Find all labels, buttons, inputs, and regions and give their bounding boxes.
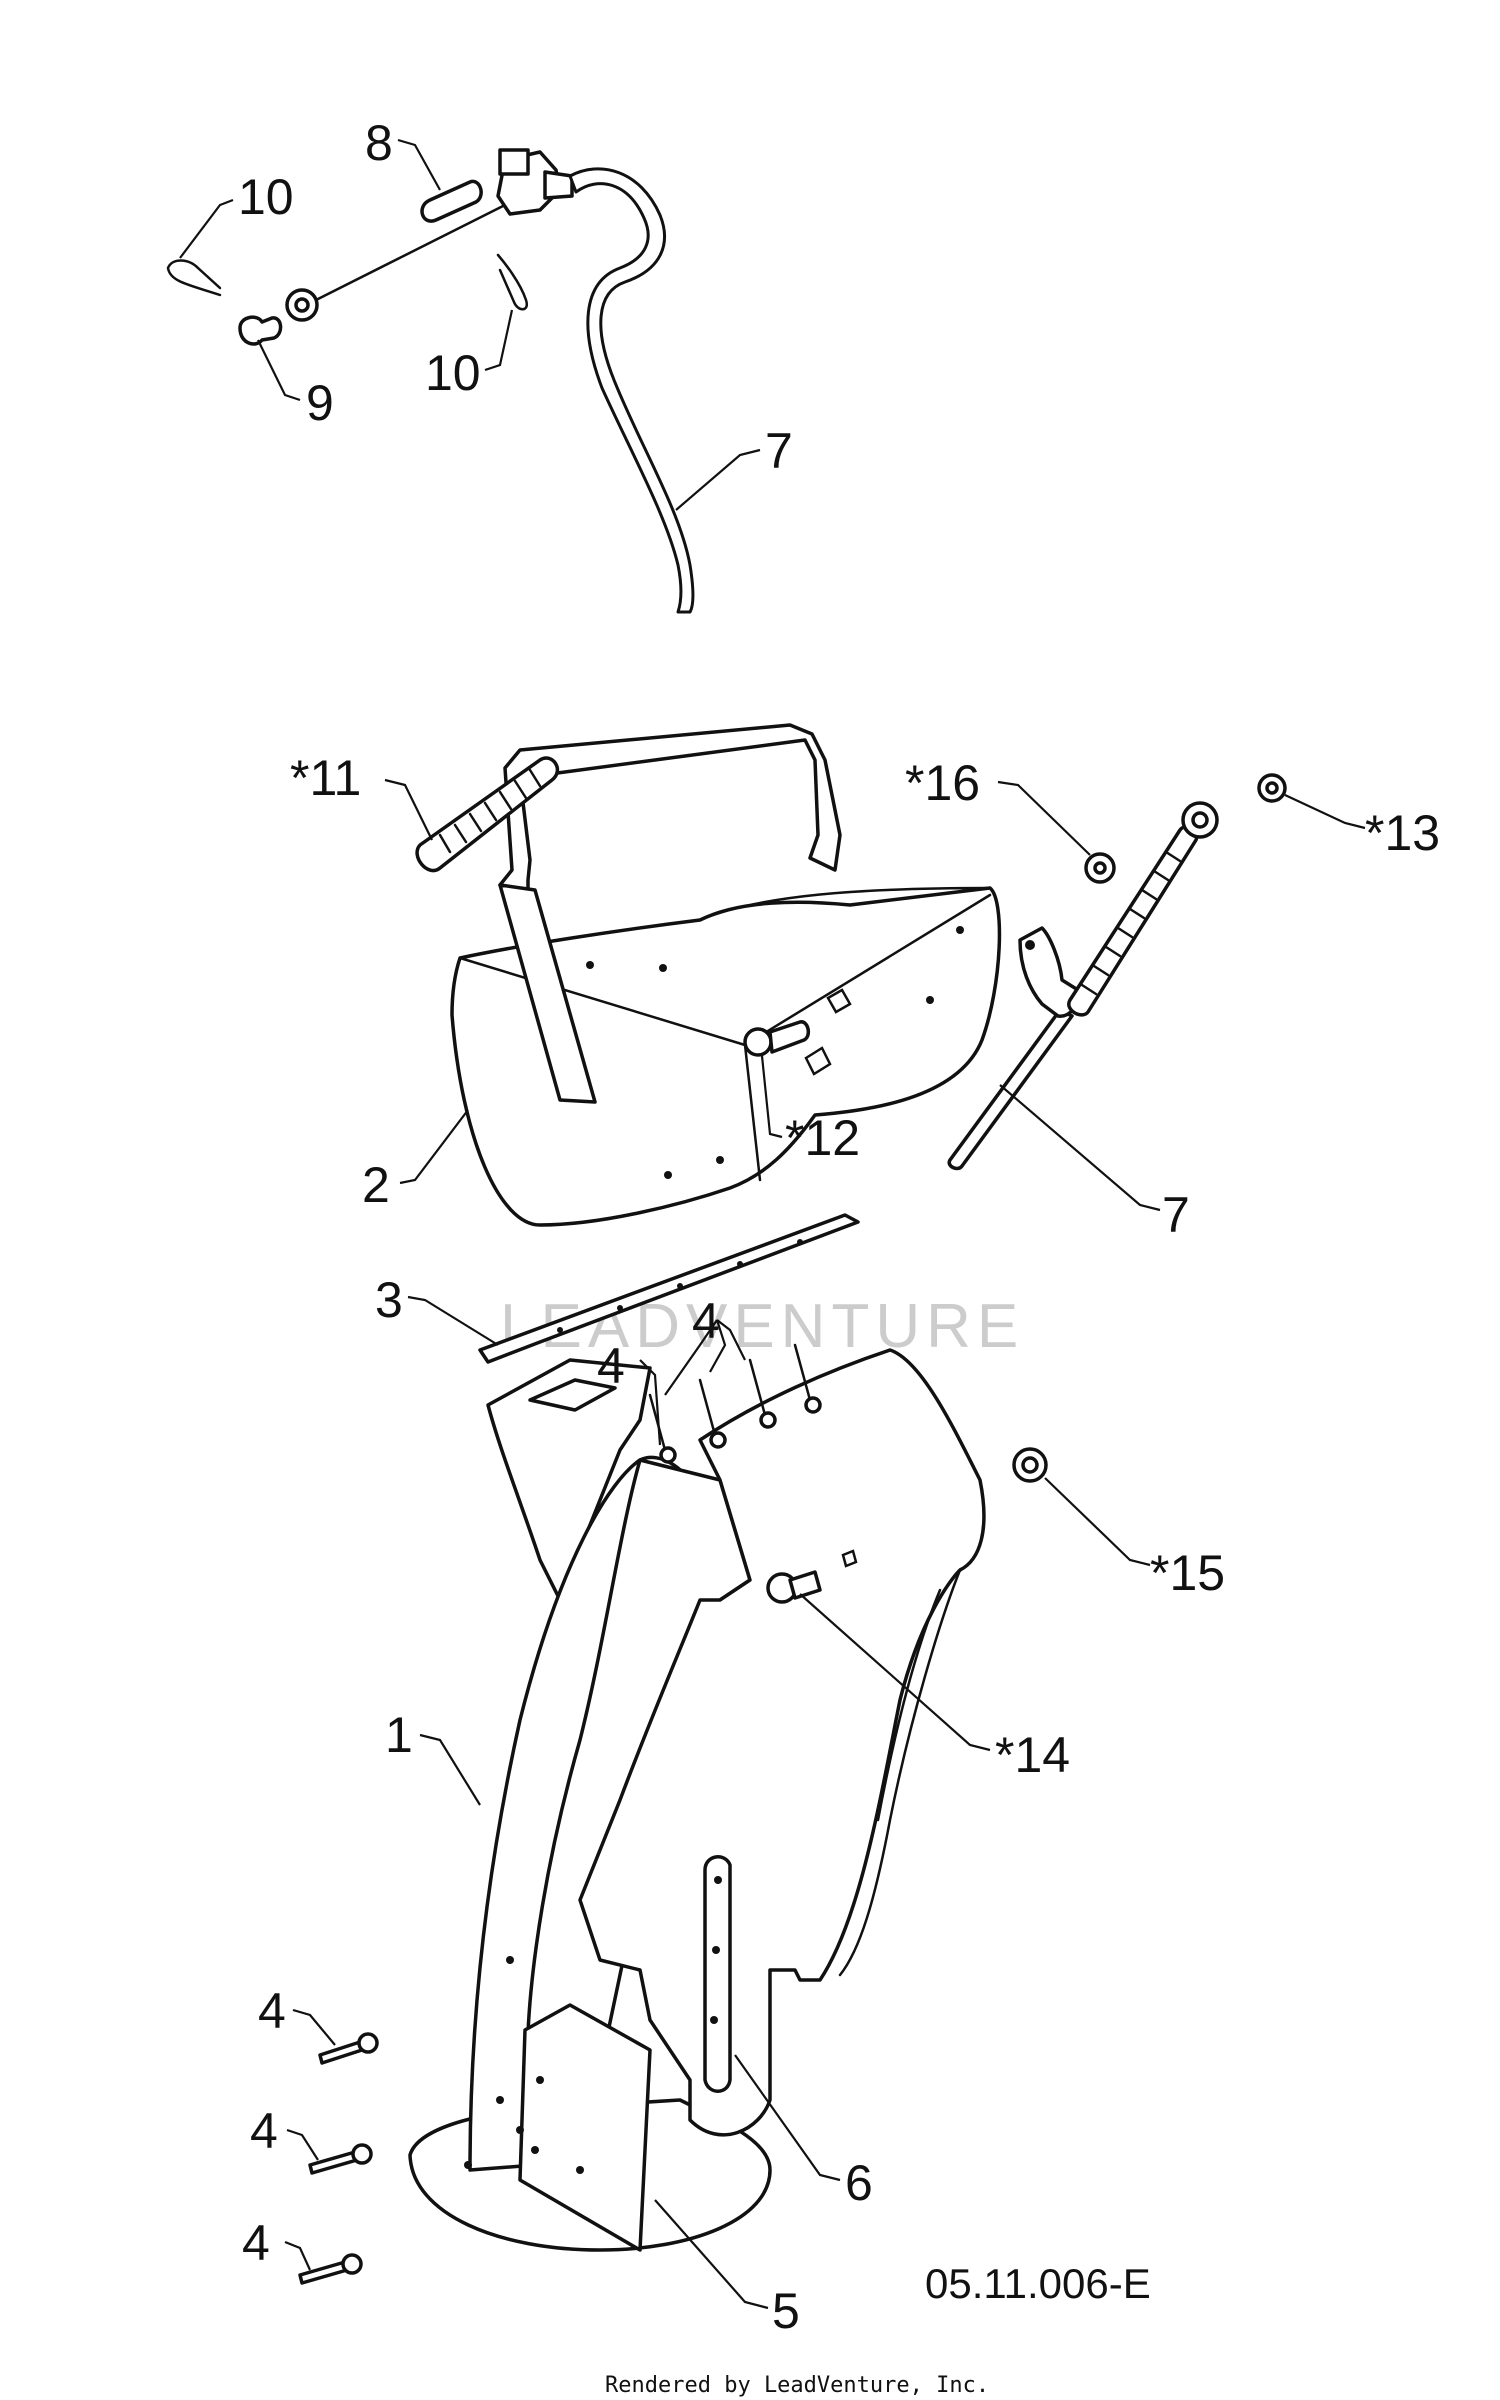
callout-13: *13	[1365, 805, 1440, 861]
cable-assembly-top	[166, 148, 695, 614]
callout-11: *11	[290, 750, 361, 806]
watermark-text: LEADVENTURE	[500, 1292, 1024, 1361]
render-credit: Rendered by LeadVenture, Inc.	[605, 2373, 989, 2398]
callout-2: 2	[362, 1157, 390, 1213]
callout-15: *15	[1150, 1545, 1225, 1601]
spring	[415, 756, 560, 873]
callout-6: 6	[845, 2155, 873, 2211]
chute-deflector	[450, 723, 1002, 1227]
callout-7-lower: 7	[1162, 1187, 1190, 1243]
callout-12: *12	[785, 1110, 860, 1166]
hairpin-clip-right	[496, 253, 529, 311]
chute-plate-5	[518, 2003, 652, 2252]
callout-labels: 10 8 9 10 7 *11 *16 *13 *12 2 7 3 4 4 *1…	[238, 115, 1440, 2339]
callout-8: 8	[365, 115, 393, 171]
callout-16: *16	[905, 755, 980, 811]
clevis-pin	[238, 315, 283, 346]
loose-rivets	[298, 2032, 379, 2285]
callout-4-top: 4	[692, 1293, 720, 1349]
callout-10-left: 10	[238, 169, 294, 225]
callout-5: 5	[772, 2283, 800, 2339]
chute-crank-assembly	[947, 773, 1287, 1171]
deflector-handle	[498, 723, 842, 892]
callout-4-c: 4	[242, 2215, 270, 2271]
hairpin-clip-left	[166, 259, 222, 297]
cable-pin	[420, 179, 483, 223]
callout-14: *14	[995, 1727, 1070, 1783]
chute-right-panel	[578, 1348, 986, 2137]
callout-7-top: 7	[765, 423, 793, 479]
callout-3: 3	[375, 1272, 403, 1328]
leader-lines	[179, 138, 1366, 2310]
callout-1: 1	[385, 1707, 413, 1763]
callout-4-mid: 4	[597, 1338, 625, 1394]
deflector-strip	[478, 1213, 860, 1364]
gear-shaft	[1067, 825, 1199, 1017]
callout-10-right: 10	[425, 345, 481, 401]
callout-9: 9	[306, 375, 334, 431]
callout-4-a: 4	[258, 1983, 286, 2039]
diagram-reference-code: 05.11.006-E	[925, 2260, 1151, 2307]
callout-4-b: 4	[250, 2103, 278, 2159]
discharge-chute	[408, 1343, 1048, 2252]
deflector-pivot	[743, 1027, 773, 1057]
top-rivets	[648, 1343, 822, 1464]
chute-strap-6	[703, 1855, 732, 2093]
chute-back-box	[486, 1358, 652, 1602]
cable-rod	[314, 203, 507, 302]
shift-cable	[568, 167, 695, 614]
